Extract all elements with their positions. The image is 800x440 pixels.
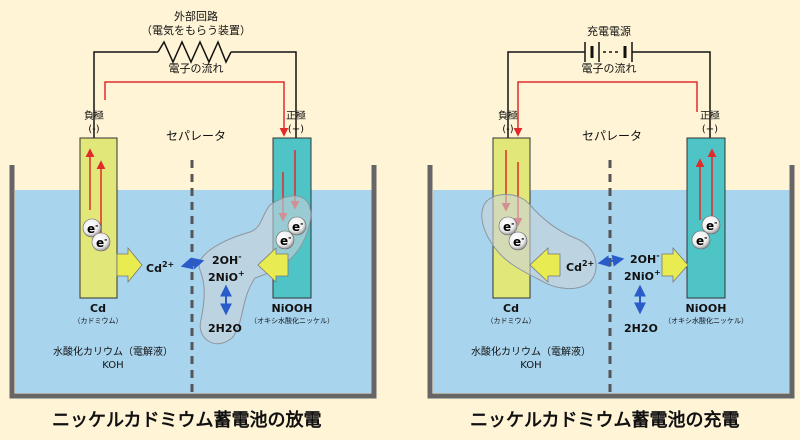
discharge-caption: ニッケルカドミウム蓄電池の放電 <box>52 410 322 431</box>
svg-text:e-: e- <box>280 233 291 248</box>
electrolyte-label: 水酸化カリウム（電解液） <box>53 345 173 358</box>
negative-sign: (-) <box>88 124 100 135</box>
tank <box>427 165 795 399</box>
svg-text:e-: e- <box>87 221 98 236</box>
circuit-label: 外部回路 <box>174 9 218 23</box>
h2o-label: 2H2O <box>624 322 658 335</box>
positive-sign: (+) <box>288 124 304 135</box>
svg-text:e-: e- <box>96 235 107 250</box>
anode-name: Cd <box>503 302 519 315</box>
svg-text:e-: e- <box>696 233 707 248</box>
wire-right <box>231 51 297 140</box>
cd-ion-label: Cd2+ <box>146 260 174 275</box>
svg-text:e-: e- <box>292 219 303 234</box>
circuit-sublabel: （電気をもらう装置） <box>141 23 251 37</box>
cathode-subname: （オキシ水酸化ニッケル） <box>250 316 334 325</box>
flow-label: 電子の流れ <box>582 61 637 75</box>
electron-ball: e- <box>691 230 711 250</box>
charge-panel: e- e- e- e- 充電電源 電子の流れ 負極 (-) 正極 (+) セパレ… <box>427 24 795 399</box>
wire-right <box>632 51 711 140</box>
electrolyte-label: 水酸化カリウム（電解液） <box>471 345 591 358</box>
anode-name: Cd <box>90 302 106 315</box>
yellow-arrow-left <box>529 247 561 283</box>
yellow-arrow-right <box>116 246 143 284</box>
positive-label: 正極 <box>700 109 720 122</box>
wire-left <box>93 51 158 140</box>
nio-label: 2NiO+ <box>624 268 661 283</box>
flow-label: 電子の流れ <box>169 61 224 75</box>
nio-label: 2NiO+ <box>208 269 245 284</box>
cathode-name: NiOOH <box>272 302 313 315</box>
separator-label: セパレータ <box>582 129 642 143</box>
yellow-arrow-left <box>257 247 289 283</box>
charge-caption: ニッケルカドミウム蓄電池の充電 <box>470 410 740 431</box>
source-label: 充電電源 <box>587 24 631 38</box>
oh-label: 2OH- <box>630 251 660 266</box>
resistor-icon <box>157 40 232 64</box>
svg-text:e-: e- <box>706 218 717 233</box>
electron-ball: e- <box>287 216 307 236</box>
oh-label: 2OH- <box>212 252 242 267</box>
negative-label: 負極 <box>84 109 104 122</box>
electron-ball: e- <box>275 230 295 250</box>
electron-ball: e- <box>498 216 518 236</box>
cd-ion-label: Cd2+ <box>566 259 594 274</box>
negative-label: 負極 <box>498 109 518 122</box>
wire-left <box>507 51 585 140</box>
negative-sign: (-) <box>502 124 514 135</box>
electrolyte-formula: KOH <box>520 360 541 371</box>
separator-label: セパレータ <box>166 129 226 143</box>
electron-ball: e- <box>82 218 102 238</box>
positive-sign: (+) <box>702 124 718 135</box>
svg-text:e-: e- <box>513 234 524 249</box>
electron-flow-arrow <box>513 81 698 137</box>
discharge-panel: e- e- e- e- 外部回路 （電気をもらう装置） 電子の流れ 負極 (-)… <box>9 9 377 399</box>
cd-electrode <box>79 137 118 299</box>
electron-ball: e- <box>91 232 111 252</box>
cathode-name: NiOOH <box>686 302 727 315</box>
electron-ball: e- <box>508 231 528 251</box>
tank <box>9 165 377 399</box>
electrolyte-formula: KOH <box>102 360 123 371</box>
svg-text:e-: e- <box>503 219 514 234</box>
battery-icon <box>584 42 633 62</box>
ion-arrow-horizontal <box>180 257 205 270</box>
cathode-subname: （オキシ水酸化ニッケル） <box>664 316 748 325</box>
h2o-label: 2H2O <box>208 322 242 335</box>
yellow-arrow-right <box>661 246 689 284</box>
anode-subname: （カドミウム） <box>74 317 123 325</box>
positive-label: 正極 <box>286 109 306 122</box>
electron-ball: e- <box>701 215 721 235</box>
anode-subname: （カドミウム） <box>487 317 536 325</box>
electron-flow-arrow <box>104 81 289 137</box>
ion-arrow-horizontal <box>597 254 625 268</box>
